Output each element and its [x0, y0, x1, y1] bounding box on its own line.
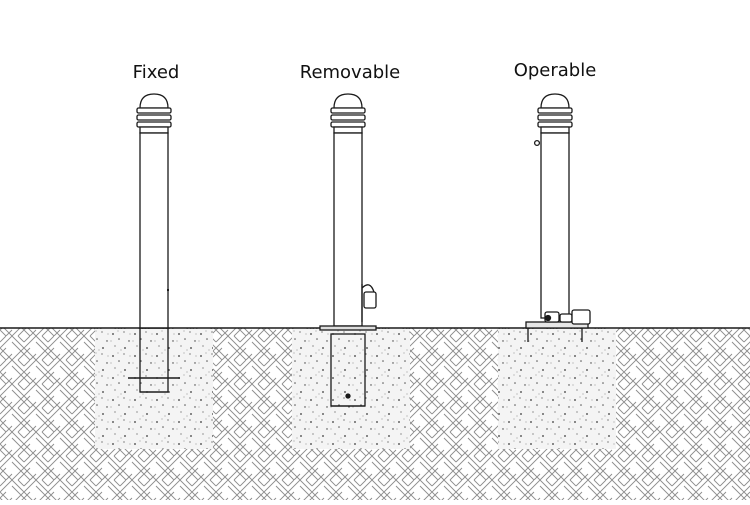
- footing-operable: [498, 329, 616, 449]
- footing-removable: [292, 329, 410, 449]
- label-operable: Operable: [513, 60, 597, 81]
- bollard-fixed: [128, 93, 180, 393]
- label-fixed: Fixed: [132, 62, 180, 83]
- bollard-operable: [525, 93, 591, 342]
- footing-fixed: [95, 329, 213, 449]
- bollard-removable: [319, 93, 377, 407]
- label-removable: Removable: [299, 62, 401, 83]
